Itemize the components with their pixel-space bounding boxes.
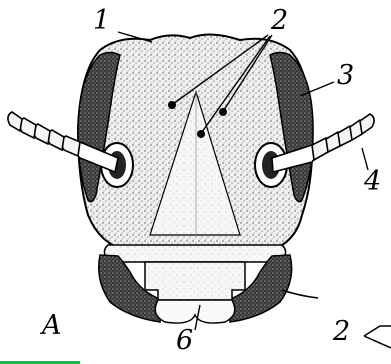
label-1: 1 <box>93 7 110 34</box>
label-2: 2 <box>271 7 288 34</box>
label-3: 3 <box>337 62 354 89</box>
panel-label-a: A <box>42 312 62 339</box>
ocellus-right <box>219 108 227 116</box>
corner-fragment <box>364 326 391 348</box>
ocellus-median <box>197 130 205 138</box>
clypeus <box>104 245 285 262</box>
label-2-secondary: 2 <box>333 318 350 345</box>
label-4: 4 <box>364 168 381 195</box>
label-6: 6 <box>176 327 193 354</box>
labial-lobes <box>155 300 235 323</box>
labrum <box>145 262 245 300</box>
